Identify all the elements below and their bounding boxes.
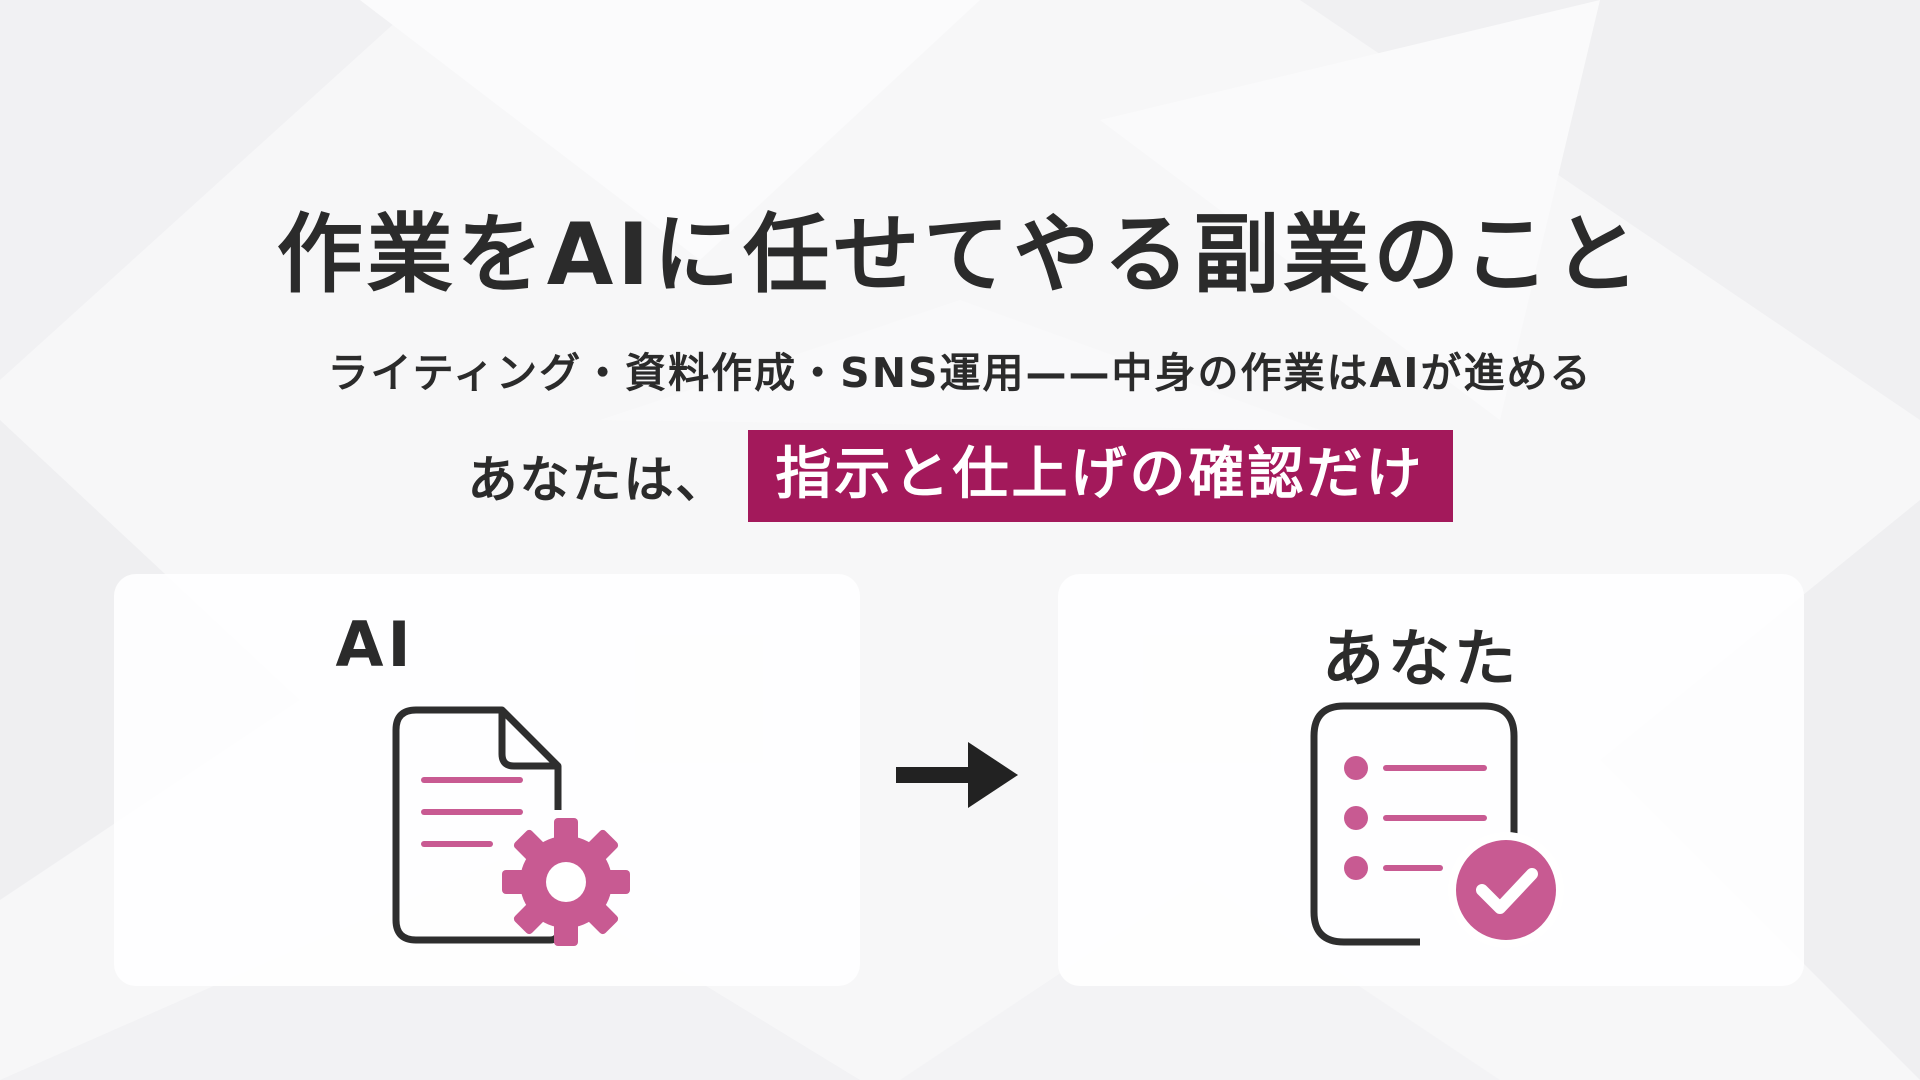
tagline-prefix: あなたは、: [467, 451, 728, 509]
checklist-check-icon: [1310, 702, 1564, 948]
document-gear-icon: [392, 706, 630, 946]
user-panel-label: あなた: [1321, 622, 1520, 695]
tagline: あなたは、 指示と仕上げの確認だけ: [0, 430, 1920, 522]
page-subtitle: ライティング・資料作成・SNS運用——中身の作業はAIが進める: [327, 349, 1593, 397]
user-panel: あなた: [1058, 574, 1804, 986]
page-title: 作業をAIに任せてやる副業のこと: [276, 205, 1644, 305]
right-arrow-icon: [896, 742, 1018, 808]
tagline-highlight: 指示と仕上げの確認だけ: [747, 430, 1453, 522]
ai-panel-label: AI: [335, 608, 415, 681]
